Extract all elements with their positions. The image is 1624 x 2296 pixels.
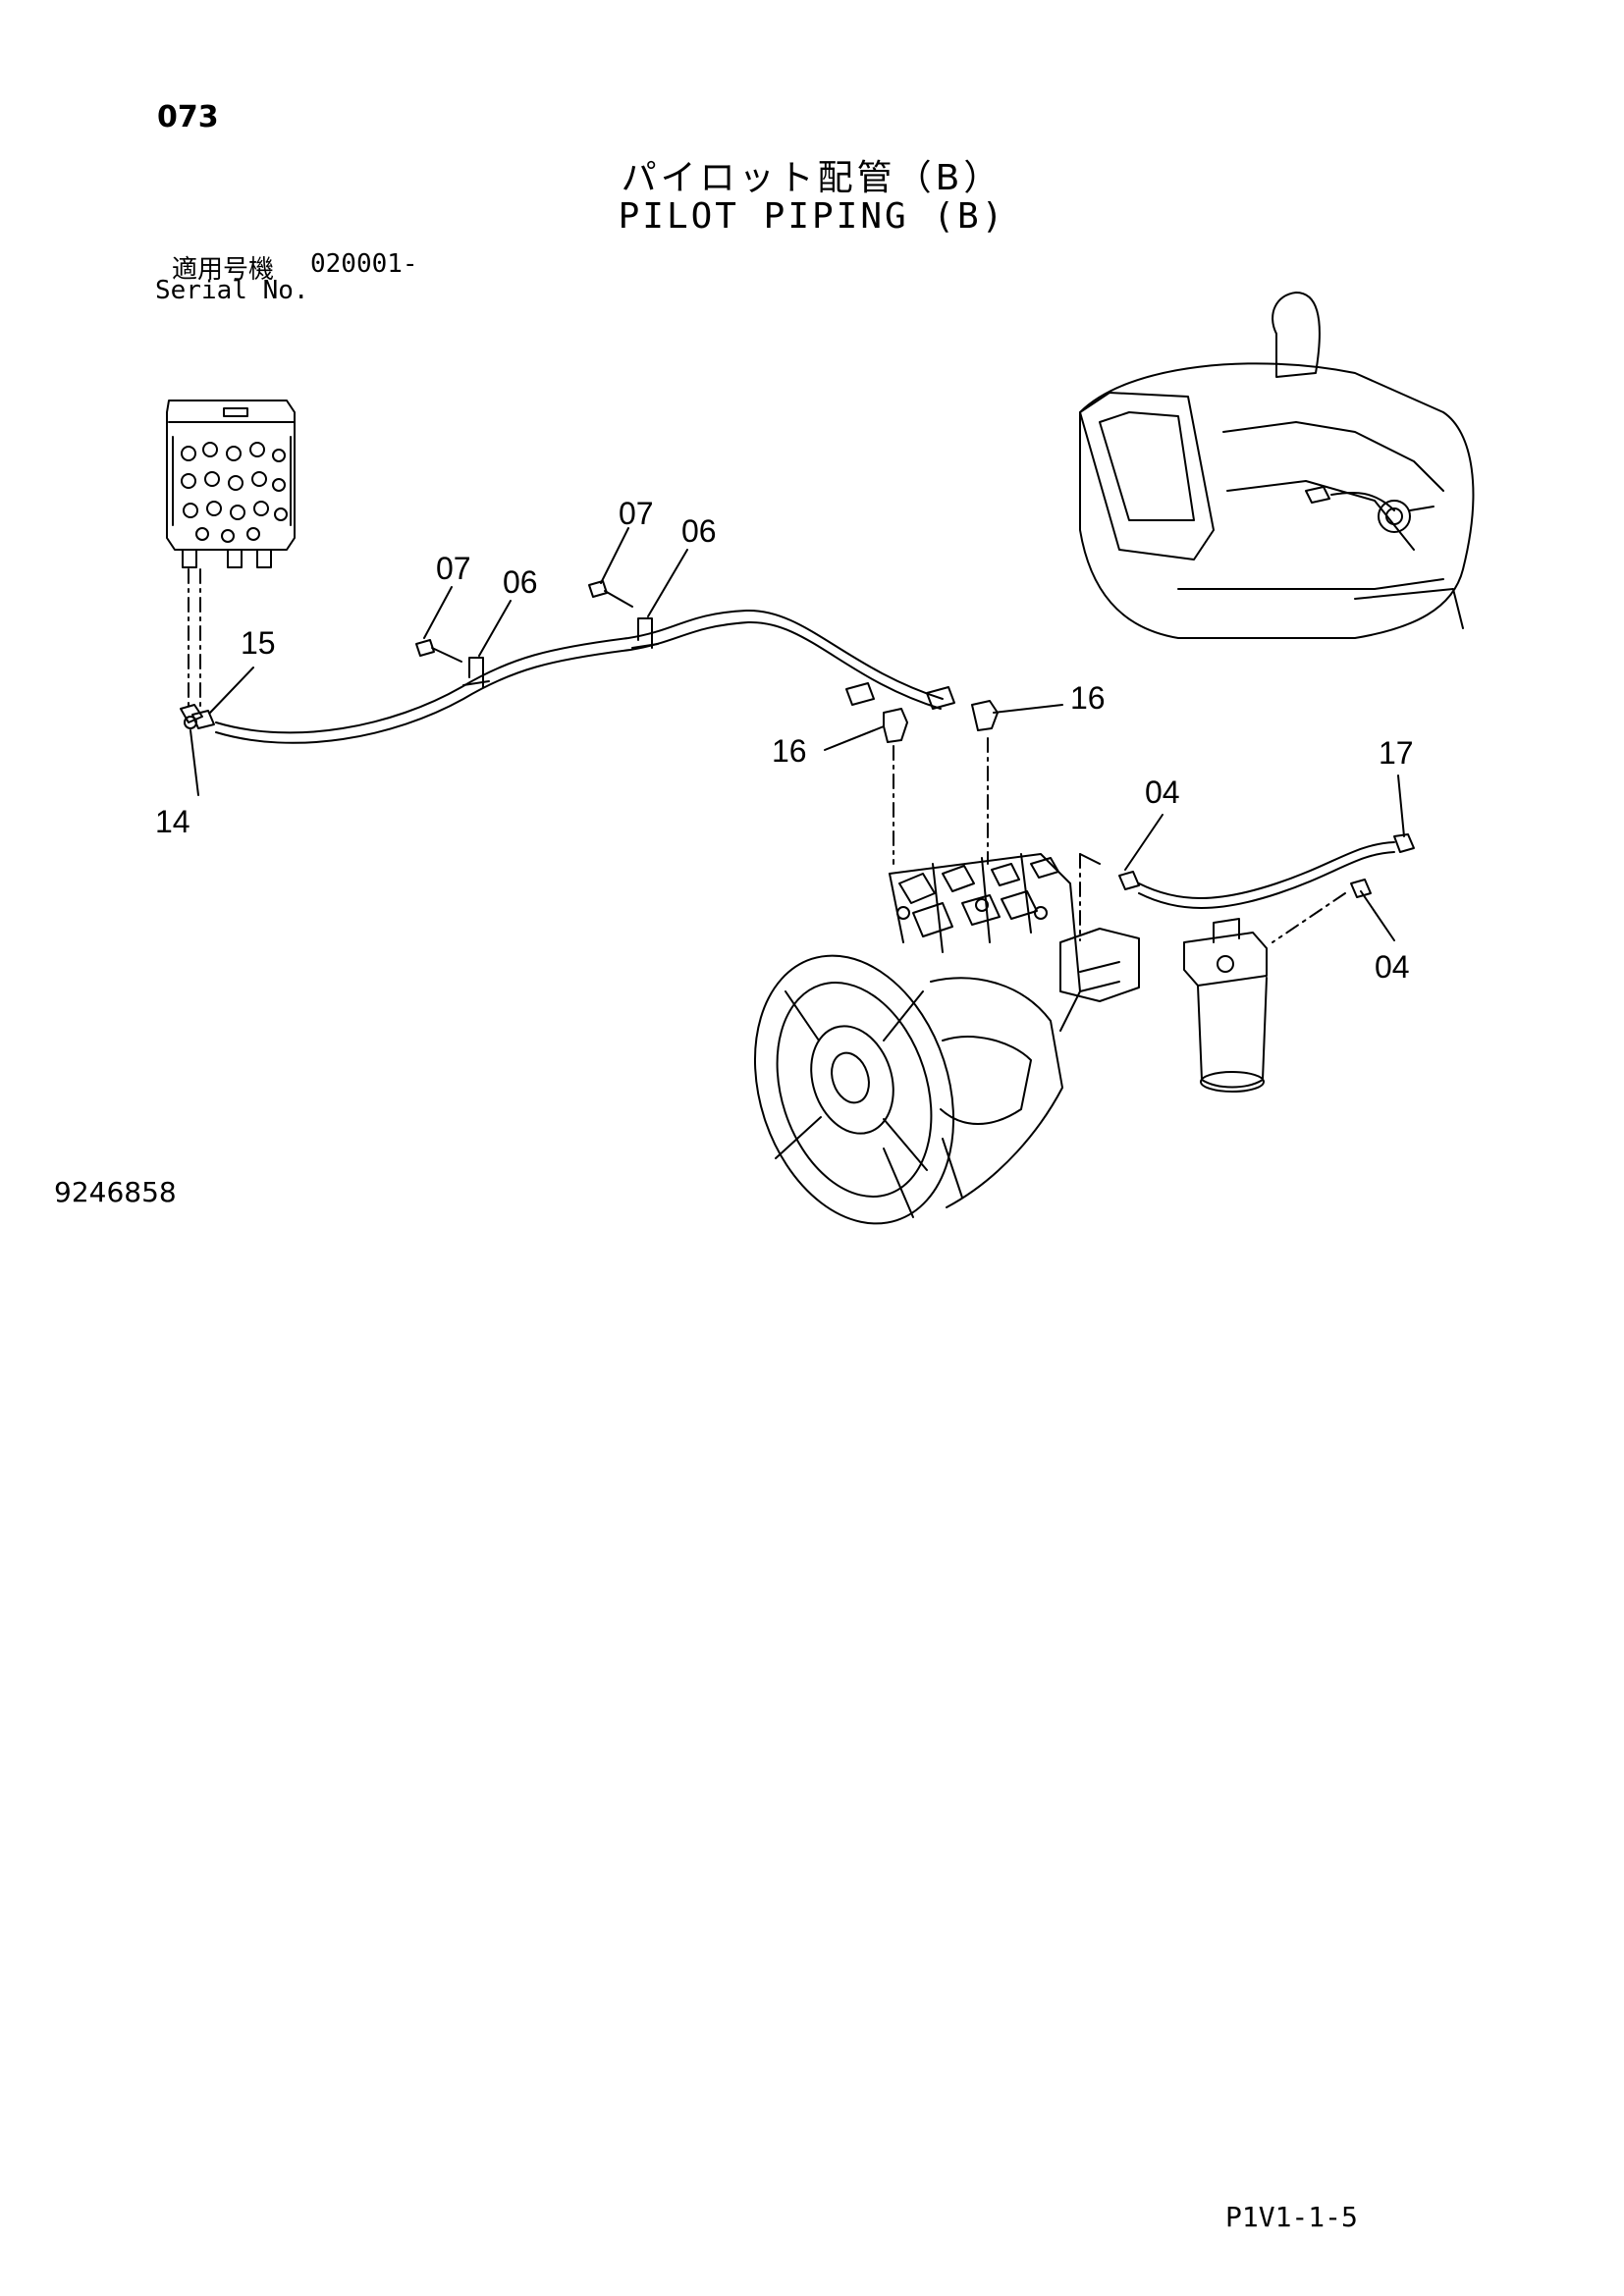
callout-16-left: 16 — [772, 733, 807, 769]
callout-15: 15 — [241, 625, 276, 661]
callout-04-left: 04 — [1145, 774, 1180, 810]
page-number: 073 — [157, 100, 219, 134]
title-japanese: パイロット配管（B） — [621, 158, 1003, 198]
callout-06-left: 06 — [503, 564, 538, 600]
callout-16-right: 16 — [1070, 680, 1106, 716]
hose-17 — [1118, 833, 1415, 909]
bolt-07-left — [415, 639, 462, 663]
hydraulic-pump — [753, 853, 1140, 1225]
callout-07-left: 07 — [436, 551, 471, 586]
callout-07-right: 07 — [619, 496, 654, 531]
drawing-number: 9246858 — [54, 1176, 177, 1208]
pilot-filter — [1183, 918, 1268, 1093]
callout-04-right: 04 — [1375, 949, 1410, 985]
page-reference: P1V1-1-5 — [1225, 2201, 1358, 2233]
fitting-14-15 — [180, 704, 215, 729]
serial-value: 020001- — [310, 249, 418, 279]
bolt-07-right — [588, 580, 633, 608]
callout-17: 17 — [1379, 735, 1414, 771]
machine-overview — [1079, 292, 1475, 639]
serial-label-english: Serial No. — [155, 276, 309, 305]
serial-label-japanese: 適用号機 — [172, 255, 275, 285]
pilot-valve-block — [166, 400, 296, 568]
callout-06-right: 06 — [681, 513, 717, 549]
title-english: PILOT PIPING (B) — [618, 196, 1006, 237]
callout-14: 14 — [155, 804, 190, 839]
